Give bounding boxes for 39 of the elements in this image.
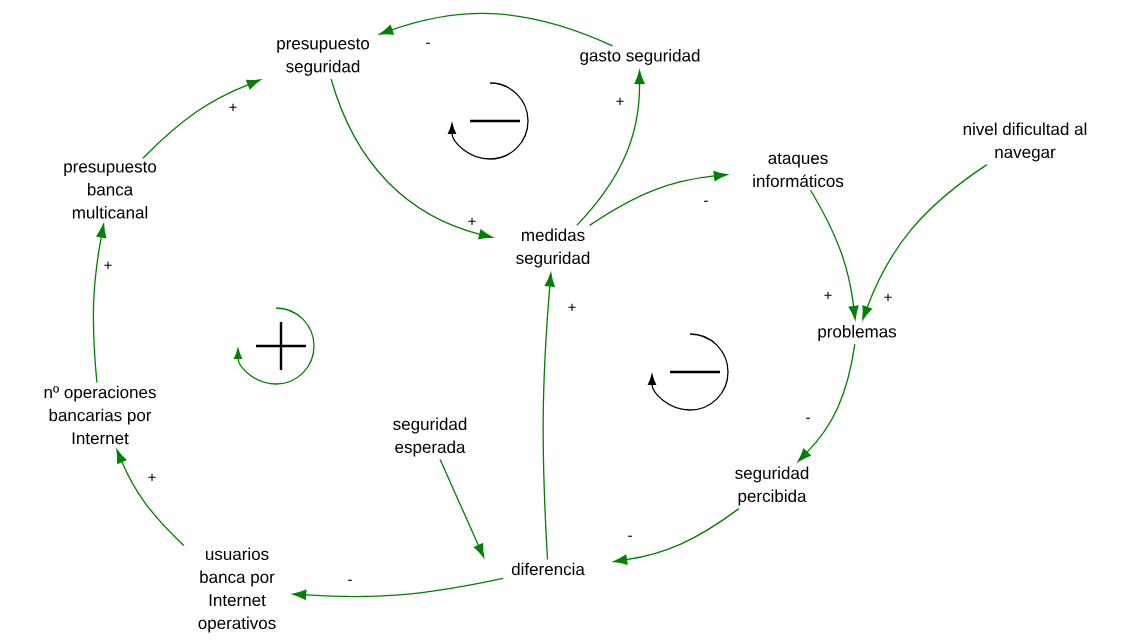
polarity-label: + (614, 96, 626, 108)
arrow (862, 163, 988, 320)
polarity-label: + (227, 102, 239, 114)
arrow (116, 449, 185, 547)
polarity-label: - (626, 534, 634, 542)
arrow (613, 507, 740, 565)
variable-label: presupuesto seguridad (277, 38, 370, 76)
variable-label: nº operaciones bancarias por Internet (44, 385, 156, 445)
polarity-label: + (466, 216, 478, 228)
polarity-label: + (102, 260, 114, 272)
arrow (589, 170, 728, 226)
polarity-label: + (822, 290, 834, 302)
arrow (330, 78, 493, 240)
variable-label: seguridad percibida (735, 466, 809, 506)
variable-label: problemas (818, 325, 897, 341)
polarity-label: + (146, 472, 158, 484)
variable-label: presupuesto banca multicanal (64, 161, 157, 219)
variable-label: medidas seguridad (516, 228, 590, 268)
arrow (142, 79, 261, 159)
arrow (379, 12, 614, 47)
arrow (797, 343, 856, 462)
polarity-label: - (804, 416, 812, 424)
polarity-label: - (424, 41, 432, 49)
arrow (809, 189, 859, 320)
arrow (576, 70, 645, 226)
polarity-label: - (702, 199, 710, 207)
variable-label: seguridad esperada (393, 417, 467, 457)
variable-label: gasto seguridad (580, 49, 700, 65)
arrow (292, 577, 504, 600)
arrow (92, 224, 107, 384)
arrow (439, 458, 485, 558)
polarity-label: + (566, 302, 578, 314)
polarity-label: - (346, 578, 354, 586)
variable-label: nivel dificultad al navegar (963, 122, 1087, 162)
variable-label: usuarios banca por Internet operativos (198, 547, 276, 633)
variable-label: ataques informáticos (753, 152, 844, 188)
variable-label: diferencia (511, 562, 585, 576)
arrow (542, 272, 555, 561)
polarity-label: + (882, 292, 894, 304)
